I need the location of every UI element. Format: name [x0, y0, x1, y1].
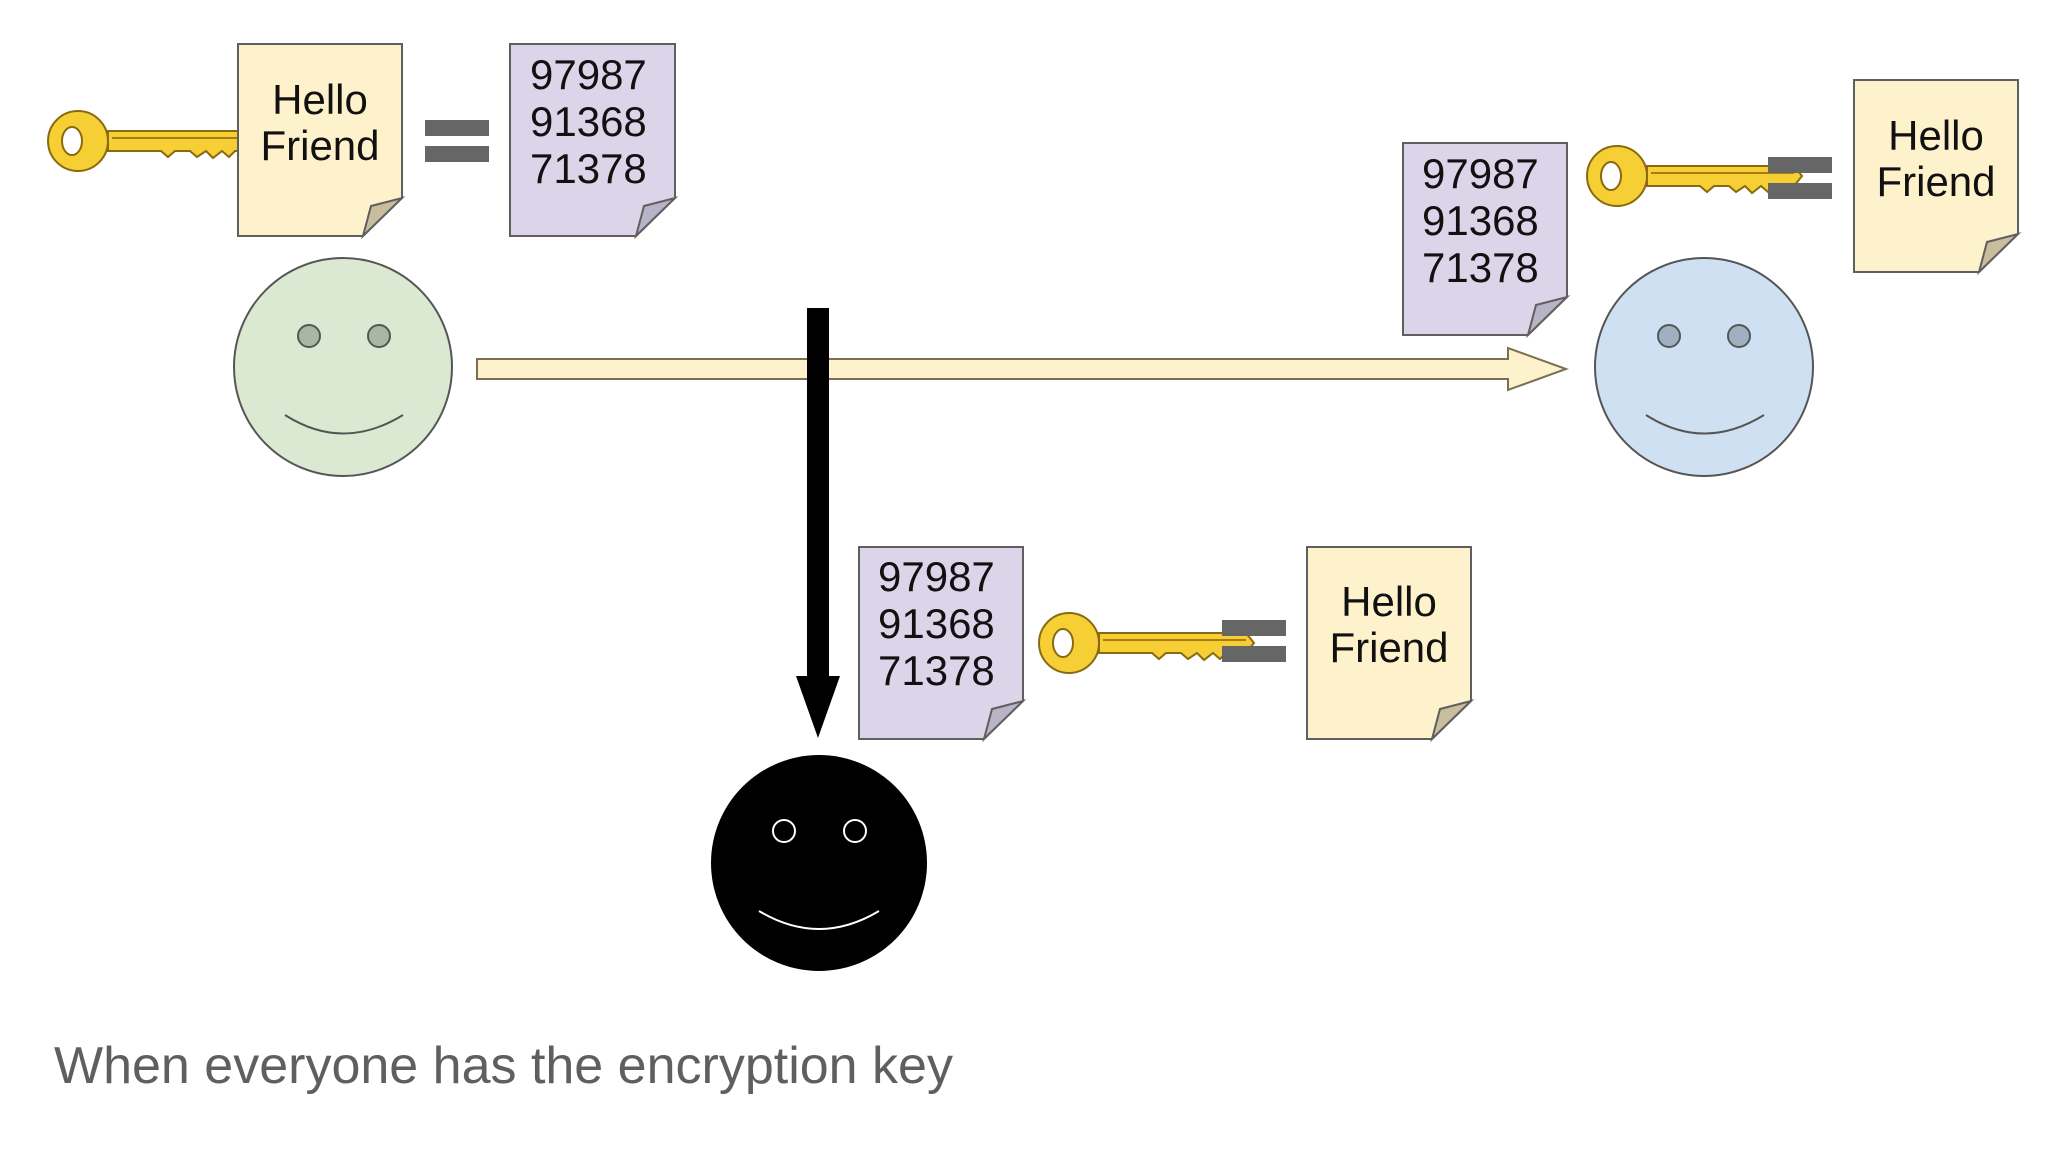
plaintext-line-1: Hello	[272, 76, 368, 123]
intercept-arrow	[796, 308, 840, 738]
equals-icon	[425, 120, 489, 162]
cipher-line-1: 97987	[878, 553, 995, 600]
key-icon	[1038, 612, 1255, 674]
cipher-line-1: 97987	[530, 51, 647, 98]
cipher-line-1: 97987	[1422, 150, 1539, 197]
plaintext-line-1: Hello	[1341, 578, 1437, 625]
receiver-group: 97987 91368 71378 Hello Friend	[1402, 79, 2022, 477]
cipher-line-3: 71378	[1422, 244, 1539, 291]
plaintext-line-2: Friend	[260, 122, 379, 169]
plaintext-line-2: Friend	[1876, 158, 1995, 205]
cipher-line-3: 71378	[878, 647, 995, 694]
key-icon	[47, 110, 264, 172]
diagram-caption: When everyone has the encryption key	[54, 1037, 953, 1095]
receiver-face	[1594, 257, 1814, 477]
cipher-line-2: 91368	[878, 600, 995, 647]
plaintext-line-1: Hello	[1888, 112, 1984, 159]
plaintext-line-2: Friend	[1329, 624, 1448, 671]
cipher-line-2: 91368	[1422, 197, 1539, 244]
eavesdropper-group: 97987 91368 71378 Hello Friend	[711, 546, 1475, 971]
cipher-line-3: 71378	[530, 145, 647, 192]
plaintext-document: Hello Friend	[1306, 546, 1475, 743]
ciphertext-document: 97987 91368 71378	[509, 43, 679, 240]
eavesdropper-face	[711, 755, 927, 971]
sender-group: Hello Friend 97987 91368 71378	[47, 43, 679, 477]
plaintext-document: Hello Friend	[1853, 79, 2022, 276]
transmission-arrow	[476, 346, 1569, 392]
sender-face	[233, 257, 453, 477]
ciphertext-document: 97987 91368 71378	[1402, 142, 1571, 339]
plaintext-document: Hello Friend	[237, 43, 406, 240]
ciphertext-document: 97987 91368 71378	[858, 546, 1027, 743]
cipher-line-2: 91368	[530, 98, 647, 145]
